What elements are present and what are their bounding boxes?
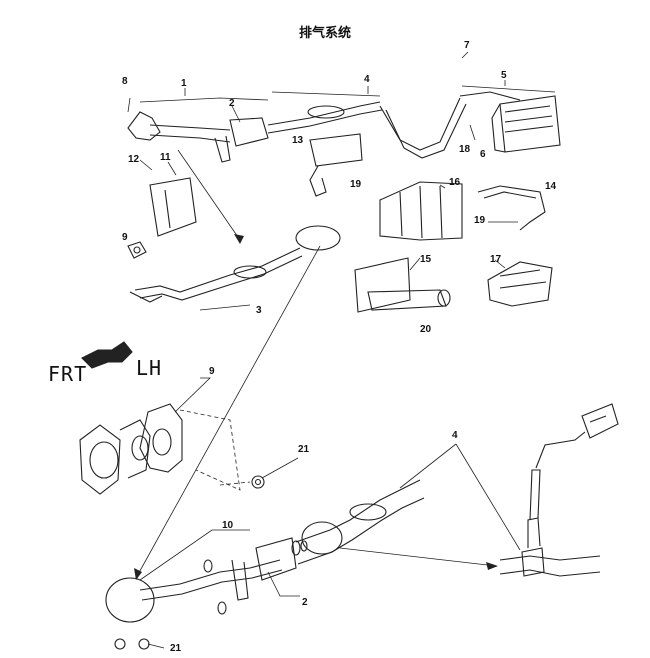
oxygen-sensor-detail-drawing [499,403,619,577]
callout-13: 13 [292,135,304,146]
heat-shield-13-drawing [309,133,363,197]
callout-11: 11 [160,152,171,163]
nut-21-upper-drawing [251,475,265,489]
heat-shield-16-drawing [379,181,463,241]
front-pipe-3-drawing [129,247,303,303]
detail-circle-manifold [105,577,155,623]
callout-10: 10 [222,520,234,531]
detail-circle-upper [295,225,341,251]
callout-17: 17 [490,254,502,265]
bracket-11-drawing [149,177,197,237]
front-pipe-10-drawing [139,559,283,601]
callout-labels: 8 1 2 4 7 5 13 18 6 12 11 19 16 14 19 9 … [122,40,557,654]
gaskets-lower-drawing [203,540,308,615]
diagram-title: 排气系统 [298,26,351,41]
nut-21-lower-drawing [114,638,150,650]
callout-21-b: 21 [170,643,182,654]
leader-lines-lower [135,245,521,649]
callout-9: 9 [122,232,128,243]
arrowheads [134,234,498,580]
mount-15-drawing [354,257,451,313]
gasket-9-small-drawing [127,241,147,259]
leader-lines-upper [127,51,556,311]
rear-muffler-drawing [459,91,561,153]
callout-15: 15 [420,254,432,265]
callout-16: 16 [449,177,461,188]
direction-arrow [81,341,133,369]
callout-4-b: 4 [452,430,458,441]
callout-9-b: 9 [209,366,215,377]
callout-21: 21 [298,444,310,455]
callout-19: 19 [350,179,362,190]
callout-7: 7 [464,40,470,51]
direction-front-label: FRT [48,362,88,386]
callout-4: 4 [364,74,370,85]
callout-1: 1 [181,78,187,89]
direction-left-label: LH [136,356,163,380]
callout-2-b: 2 [302,597,308,608]
callout-8: 8 [122,76,128,87]
callout-5: 5 [501,70,507,81]
callout-18: 18 [459,144,471,155]
flange-box-lines [179,409,251,491]
callout-12: 12 [128,154,140,165]
detail-circle-sensor [301,521,343,555]
exhaust-manifold-flange-drawing [79,419,151,495]
hanger-14-drawing [477,185,546,231]
front-pipe-assembly-drawing [127,111,269,163]
callout-14: 14 [545,181,557,192]
callout-6: 6 [480,149,486,160]
callout-2: 2 [229,98,235,109]
center-pipe-drawing [267,97,467,159]
callout-20: 20 [420,324,432,335]
gasket-9-drawing [139,403,183,473]
callout-19-b: 19 [474,215,486,226]
callout-3: 3 [256,305,262,316]
heat-shield-17-drawing [487,261,553,307]
